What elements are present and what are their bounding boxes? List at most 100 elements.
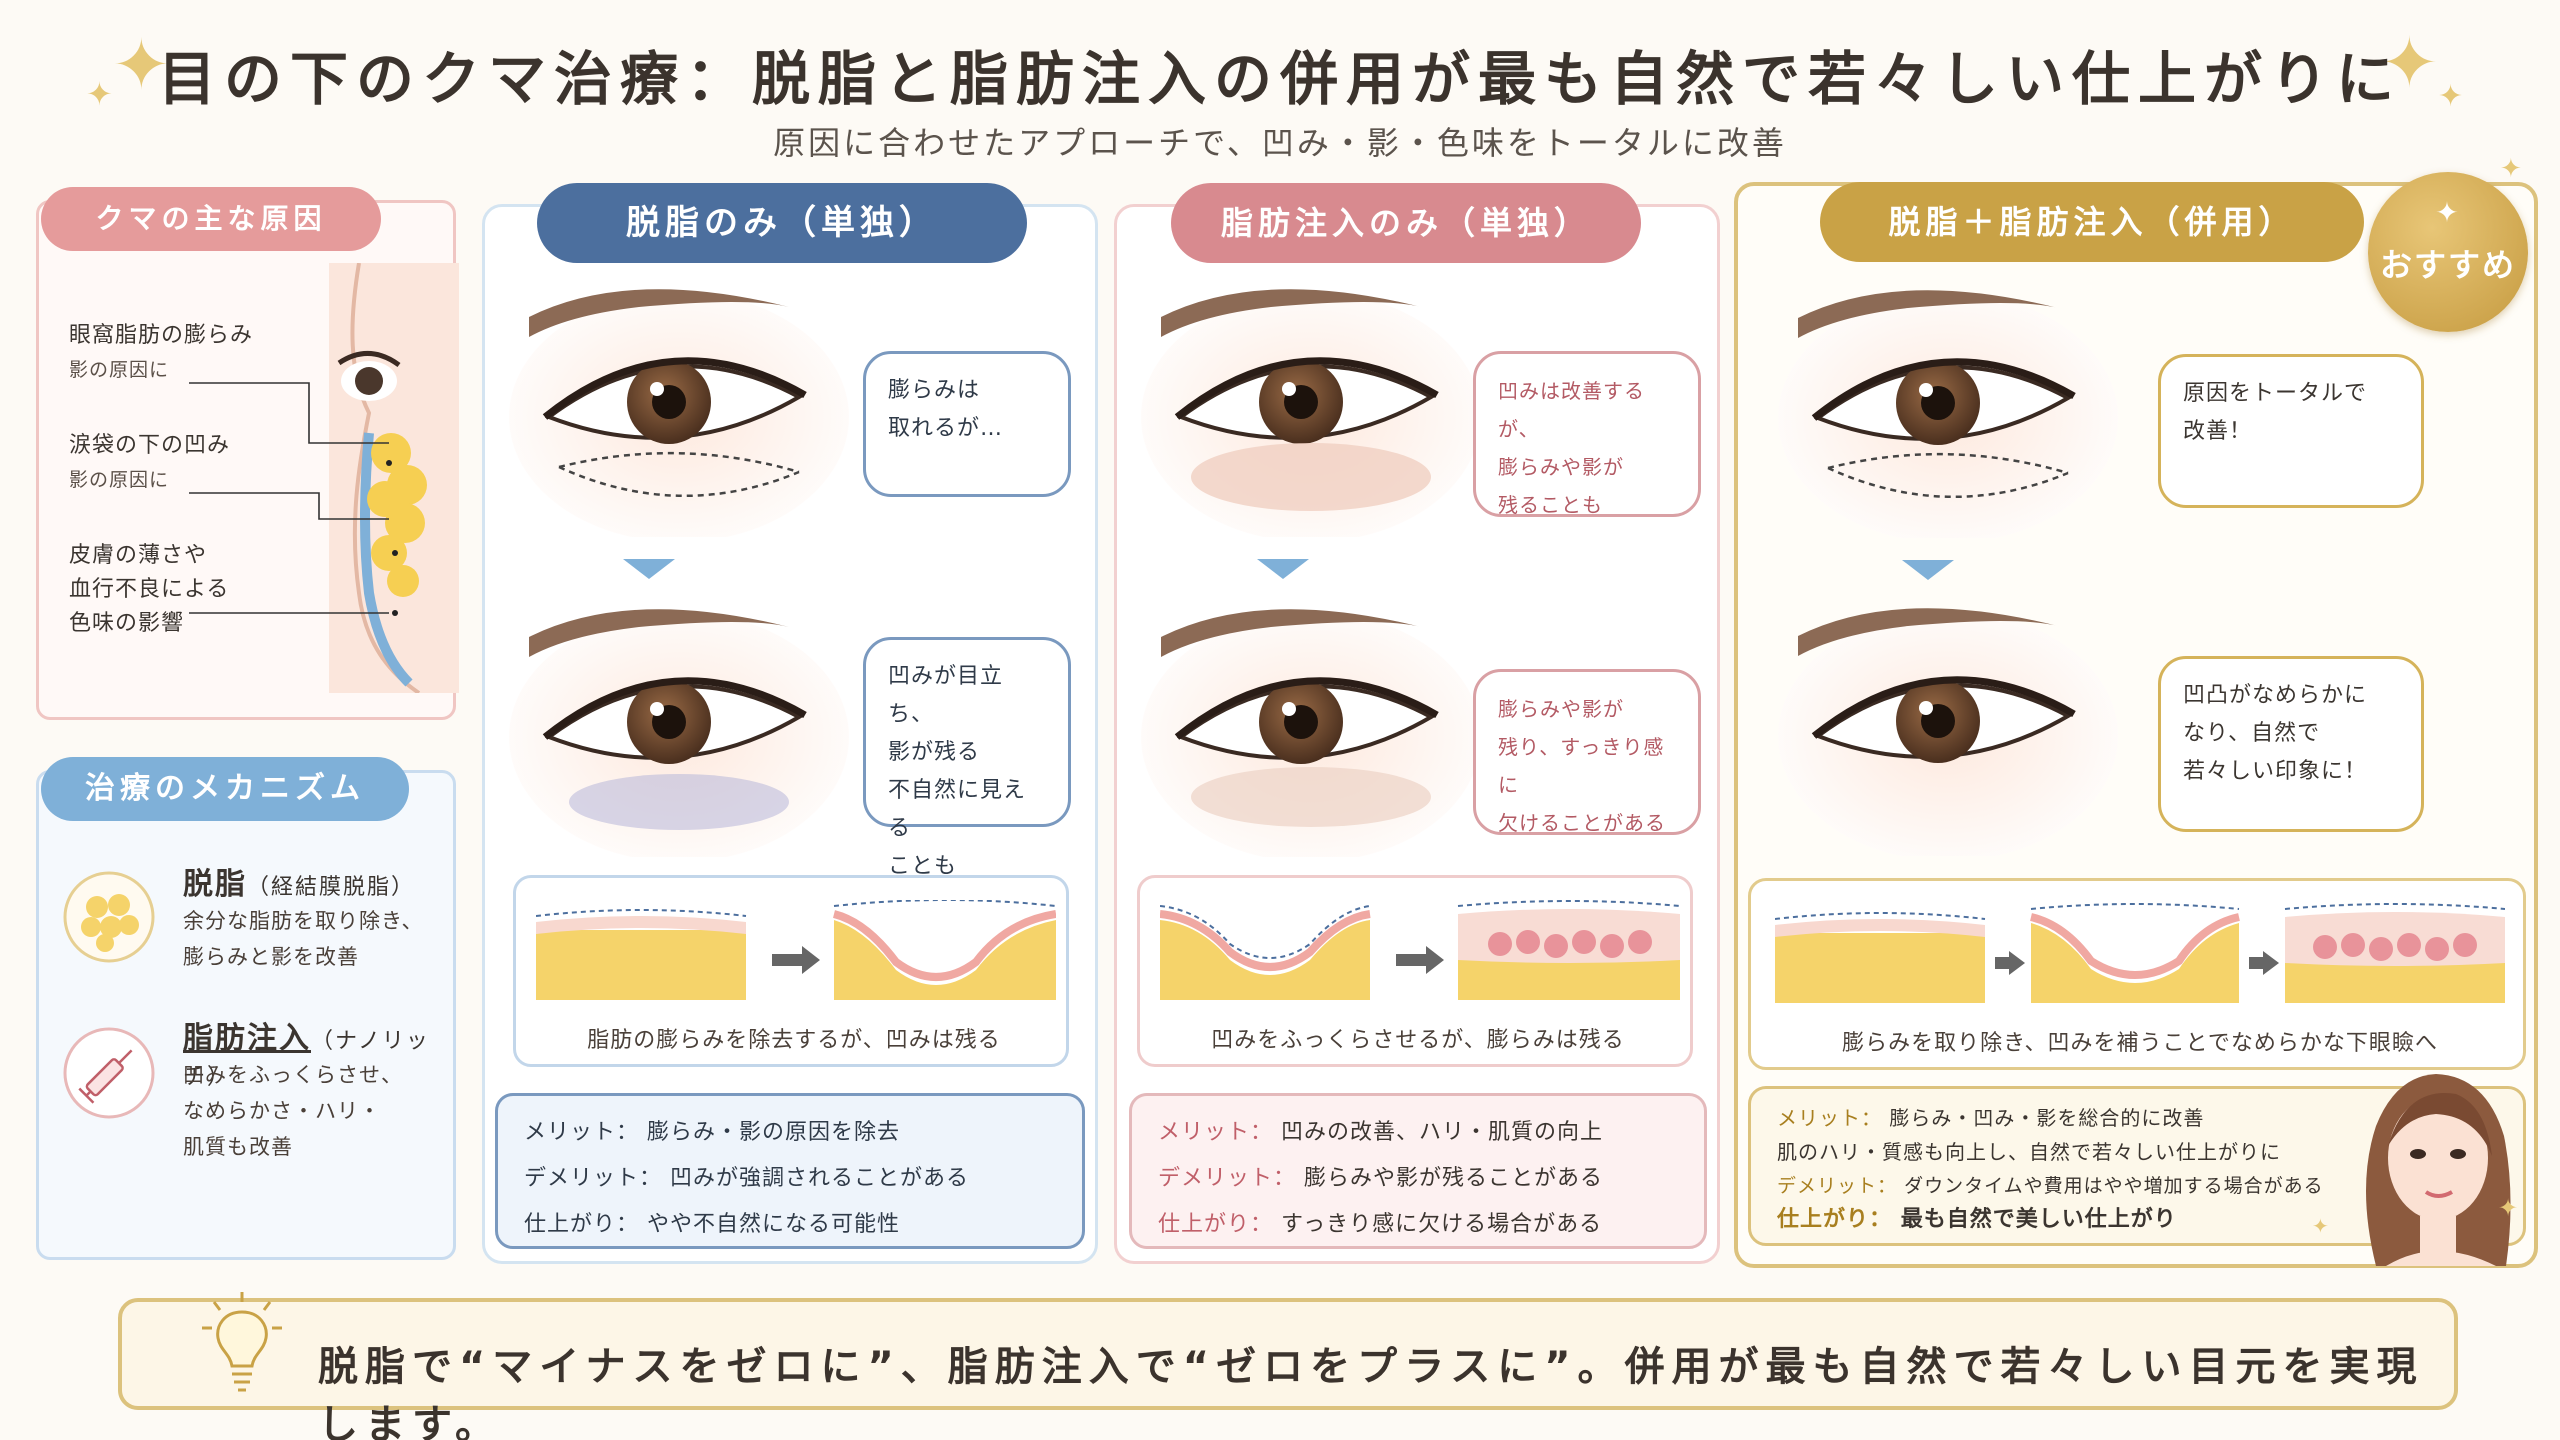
bubble-line: なり、自然で bbox=[2183, 721, 2321, 746]
merit-row-2: 肌のハリ・質感も向上し、自然で若々しい仕上がりに bbox=[1777, 1140, 2281, 1164]
bubble-line: 影が残る bbox=[888, 740, 981, 765]
finish-value: すっきり感に欠ける場合がある bbox=[1281, 1212, 1603, 1237]
cause-text: 皮膚の薄さや bbox=[69, 543, 208, 568]
fat-injection-sub: （ナノリッチ） bbox=[183, 1029, 430, 1090]
merit-row: メリット： 膨らみ・影の原因を除去 bbox=[524, 1110, 1056, 1156]
finish-row: 仕上がり： やや不自然になる可能性 bbox=[524, 1202, 1056, 1248]
bubble-line: 凹みは改善するが、 bbox=[1498, 379, 1645, 441]
mechanism-panel: 治療のメカニズム 脱脂（経結膜脱脂） 余分な脂肪を取り除き、 膨らみと影を改善 … bbox=[36, 757, 456, 1260]
sparkle-icon: ✦ bbox=[2498, 1194, 2519, 1222]
desc-line: 余分な脂肪を取り除き、 bbox=[183, 909, 424, 933]
tissue-diagram: 膨らみを取り除き、凹みを補うことでなめらかな下眼瞼へ bbox=[1748, 878, 2526, 1070]
tissue-diagram: 凹みをふっくらさせるが、膨らみは残る bbox=[1137, 875, 1693, 1067]
demerit-value: 凹みが強調されることがある bbox=[670, 1166, 970, 1191]
pros-cons-box: メリット： 膨らみ・影の原因を除去 デメリット： 凹みが強調されることがある 仕… bbox=[495, 1093, 1085, 1249]
finish-label: 仕上がり： bbox=[1158, 1212, 1274, 1237]
fat-removal-desc: 余分な脂肪を取り除き、 膨らみと影を改善 bbox=[183, 903, 424, 975]
fat-removal-sub: （経結膜脱脂） bbox=[247, 875, 416, 900]
bubble-line: 改善！ bbox=[2183, 419, 2253, 444]
demerit-label: デメリット： bbox=[1158, 1166, 1297, 1191]
desc-line: 肌質も改善 bbox=[183, 1135, 293, 1159]
finish-row: 仕上がり： すっきり感に欠ける場合がある bbox=[1158, 1202, 1678, 1248]
tissue-cross-section bbox=[1160, 900, 1680, 1000]
eye-before-illustration bbox=[509, 277, 849, 537]
bubble-line: 残ることも bbox=[1498, 493, 1603, 517]
tissue-cross-section bbox=[1775, 903, 2505, 1003]
summary-text: 脱脂で“マイナスをゼロに”、脂肪注入で“ゼロをプラスに”。併用が最も自然で若々し… bbox=[318, 1344, 2424, 1440]
summary-banner: 脱脂で“マイナスをゼロに”、脂肪注入で“ゼロをプラスに”。併用が最も自然で若々し… bbox=[118, 1292, 2458, 1440]
demerit-row: デメリット： 膨らみや影が残ることがある bbox=[1158, 1156, 1678, 1202]
demerit-value: 膨らみや影が残ることがある bbox=[1304, 1166, 1604, 1191]
demerit-value: ダウンタイムや費用はやや増加する場合がある bbox=[1904, 1175, 2324, 1197]
column-fat-injection: 脂肪注入のみ（単独） 凹みは改善するが、 膨らみや影が 残ることも 膨らみや影が… bbox=[1114, 183, 1720, 1264]
desc-line: なめらかさ・ハリ・ bbox=[183, 1099, 381, 1123]
sparkle-icon: ✦ bbox=[112, 24, 171, 106]
bubble-line: 凹みが目立ち、 bbox=[888, 664, 1004, 727]
down-arrow-icon bbox=[623, 559, 675, 579]
page-subtitle: 原因に合わせたアプローチで、凹み・影・色味をトータルに改善 bbox=[773, 124, 1787, 162]
cause-text: 涙袋の下の凹み bbox=[69, 433, 231, 458]
merit-value: 膨らみ・凹み・影を総合的に改善 bbox=[1889, 1106, 2205, 1130]
eye-after-illustration bbox=[1141, 597, 1481, 857]
bubble-line: 膨らみや影が bbox=[1498, 455, 1624, 479]
cause-item: 眼窩脂肪の膨らみ 影の原因に bbox=[69, 319, 253, 387]
demerit-label: デメリット： bbox=[524, 1166, 663, 1191]
demerit-label: デメリット： bbox=[1777, 1175, 1898, 1197]
finish-label: 仕上がり： bbox=[1777, 1207, 1893, 1232]
down-arrow-icon bbox=[1257, 559, 1309, 579]
fat-injection-label: 脂肪注入 bbox=[183, 1021, 311, 1056]
merit-label: メリット： bbox=[1777, 1106, 1882, 1130]
pros-cons-box: メリット： 凹みの改善、ハリ・肌質の向上 デメリット： 膨らみや影が残ることがあ… bbox=[1129, 1093, 1707, 1249]
badge-label: おすすめ bbox=[2379, 246, 2516, 284]
diagram-caption: 凹みをふっくらさせるが、膨らみは残る bbox=[1211, 1028, 1625, 1053]
merit-value: 凹みの改善、ハリ・肌質の向上 bbox=[1281, 1120, 1604, 1145]
fat-injection-title: 脂肪注入（ナノリッチ） bbox=[183, 1013, 453, 1092]
column-fat-removal: 脱脂のみ（単独） 膨らみは 取れるが… 凹みが目立ち、 影が残る 不自然に見える… bbox=[482, 183, 1098, 1264]
cause-note: 影の原因に bbox=[69, 359, 170, 381]
causes-heading: クマの主な原因 bbox=[41, 187, 381, 251]
tissue-cross-section bbox=[536, 900, 1056, 1000]
desc-line: 凹みをふっくらさせ、 bbox=[183, 1063, 403, 1087]
diagram-caption: 脂肪の膨らみを除去するが、凹みは残る bbox=[587, 1028, 1001, 1053]
demerit-row: デメリット： ダウンタイムや費用はやや増加する場合がある bbox=[1777, 1169, 2497, 1203]
bubble-line: 欠けることがある bbox=[1498, 811, 1666, 835]
bubble-line: 残り、すっきり感に bbox=[1498, 735, 1665, 797]
cause-item: 皮膚の薄さや 血行不良による 色味の影響 bbox=[69, 539, 229, 641]
demerit-row: デメリット： 凹みが強調されることがある bbox=[524, 1156, 1056, 1202]
column-combined: 脱脂＋脂肪注入（併用） ✦ おすすめ 原因をトータルで 改善！ 凹凸がなめらかに… bbox=[1734, 172, 2538, 1268]
fat-injection-desc: 凹みをふっくらさせ、 なめらかさ・ハリ・ 肌質も改善 bbox=[183, 1057, 403, 1165]
column-header: 脂肪注入のみ（単独） bbox=[1171, 183, 1641, 263]
sparkle-icon: ✦ bbox=[2500, 154, 2522, 184]
face-profile-illustration bbox=[329, 263, 459, 693]
eye-after-illustration bbox=[1778, 596, 2118, 856]
speech-bubble: 凹みは改善するが、 膨らみや影が 残ることも bbox=[1473, 351, 1701, 517]
bubble-line: 取れるが… bbox=[888, 416, 1004, 441]
finish-row: 仕上がり： 最も自然で美しい仕上がり bbox=[1777, 1203, 2497, 1237]
diagram-caption: 膨らみを取り除き、凹みを補うことでなめらかな下眼瞼へ bbox=[1842, 1031, 2438, 1056]
bubble-line: 凹凸がなめらかに bbox=[2183, 683, 2368, 708]
leader-lines bbox=[189, 382, 389, 614]
merit-label: メリット： bbox=[1158, 1120, 1274, 1145]
finish-value: 最も自然で美しい仕上がり bbox=[1900, 1207, 2177, 1232]
speech-bubble: 原因をトータルで 改善！ bbox=[2158, 354, 2424, 508]
bubble-line: 膨らみや影が bbox=[1498, 697, 1624, 721]
sparkle-icon: ✦ bbox=[2380, 22, 2439, 104]
finish-value: やや不自然になる可能性 bbox=[647, 1212, 901, 1237]
sparkle-icon: ✦ bbox=[2438, 79, 2464, 114]
fat-cells-icon bbox=[63, 871, 155, 963]
cause-item: 涙袋の下の凹み 影の原因に bbox=[69, 429, 230, 497]
speech-bubble: 凹みが目立ち、 影が残る 不自然に見える ことも bbox=[863, 637, 1071, 879]
lightbulb-icon bbox=[202, 1292, 282, 1392]
eye-before-illustration bbox=[1778, 278, 2118, 538]
bubble-line: 若々しい印象に！ bbox=[2183, 759, 2368, 784]
causes-panel: クマの主な原因 眼窩脂肪の膨らみ 影の原因に 涙袋の下の凹み 影の原因に 皮膚の… bbox=[36, 187, 459, 720]
recommend-badge: ✦ おすすめ bbox=[2368, 172, 2528, 332]
merit-row: メリット： 膨らみ・凹み・影を総合的に改善 bbox=[1777, 1101, 2497, 1135]
sparkle-icon: ✦ bbox=[2435, 196, 2461, 229]
bubble-line: 不自然に見える bbox=[888, 778, 1027, 841]
fat-removal-label: 脱脂 bbox=[183, 867, 247, 902]
cause-text: 血行不良による bbox=[69, 577, 230, 602]
eye-before-illustration bbox=[1141, 277, 1481, 537]
bubble-line: 原因をトータルで bbox=[2183, 381, 2368, 406]
merit-label: メリット： bbox=[524, 1120, 640, 1145]
